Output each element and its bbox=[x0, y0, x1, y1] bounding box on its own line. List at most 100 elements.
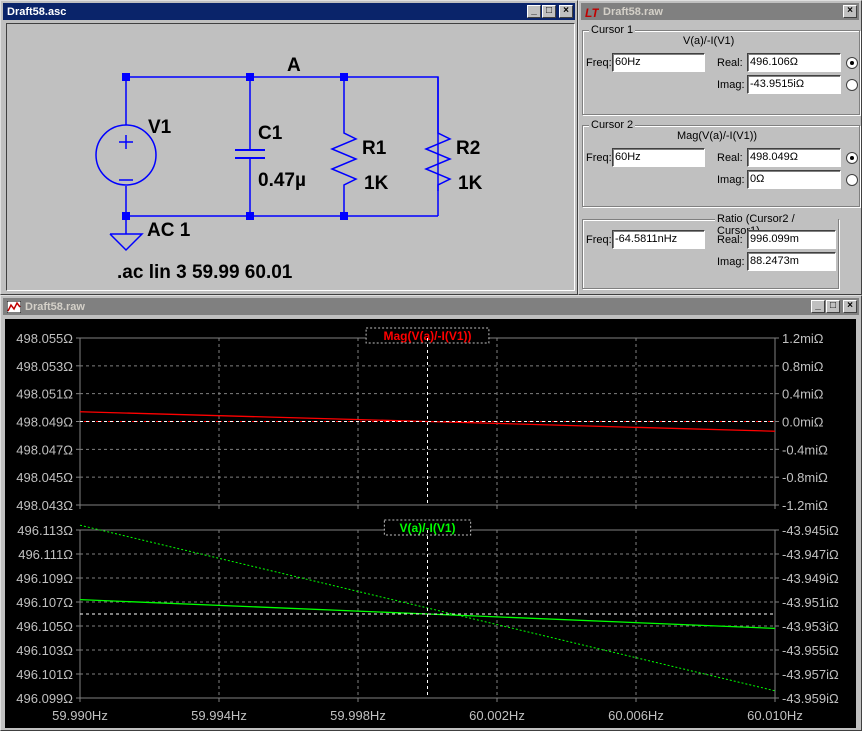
cursor2-real-field[interactable]: 498.049Ω bbox=[747, 148, 841, 167]
minimize-button[interactable]: _ bbox=[527, 5, 541, 18]
junction bbox=[246, 212, 254, 220]
y-tick-label-right: 0.0miΩ bbox=[782, 415, 824, 430]
maximize-button[interactable]: □ bbox=[542, 5, 556, 18]
y-tick-label-right: -43.953iΩ bbox=[782, 619, 839, 634]
y-tick-label-right: -43.951iΩ bbox=[782, 595, 839, 610]
schematic-title-bar[interactable]: Draft58.asc bbox=[3, 3, 575, 20]
maximize-button[interactable]: □ bbox=[826, 300, 840, 313]
y-tick-label-left: 496.107Ω bbox=[16, 595, 73, 610]
junctions bbox=[122, 73, 348, 220]
trace-label[interactable]: V(a)/-I(V1) bbox=[399, 521, 455, 535]
junction bbox=[340, 212, 348, 220]
y-tick-label-right: 1.2miΩ bbox=[782, 331, 824, 346]
r1-resistor-symbol bbox=[330, 127, 358, 191]
junction bbox=[246, 73, 254, 81]
ratio-imag-field[interactable]: 88.2473m bbox=[747, 252, 836, 271]
cursor2-group: Cursor 2 Mag(V(a)/-I(V1)) Freq: 60Hz Rea… bbox=[582, 119, 860, 207]
cursor1-real-radio[interactable] bbox=[846, 57, 858, 69]
plot-window-controls: _ □ × bbox=[810, 300, 857, 313]
v1-source-symbol bbox=[95, 124, 157, 186]
y-tick-label-left: 496.103Ω bbox=[16, 643, 73, 658]
c1-name: C1 bbox=[258, 123, 283, 144]
wire bbox=[126, 76, 439, 216]
y-tick-label-left: 498.045Ω bbox=[16, 470, 73, 485]
trace-label-box bbox=[383, 519, 472, 536]
series-primary-line bbox=[79, 411, 776, 432]
cursor2-imag-field[interactable]: 0Ω bbox=[747, 170, 841, 189]
trace-label-box bbox=[365, 327, 490, 344]
y-tick-label-left: 496.099Ω bbox=[16, 691, 73, 706]
y-tick-label-left: 498.051Ω bbox=[16, 387, 73, 402]
schematic-drawing: A V1 AC 1 C1 0.47µ R1 1K R2 1K .ac lin 3… bbox=[95, 55, 483, 283]
y-tick-label-left: 496.105Ω bbox=[16, 619, 73, 634]
close-button[interactable]: × bbox=[843, 5, 857, 18]
y-tick-label-right: -0.4miΩ bbox=[782, 442, 828, 457]
plot-window-title-bar[interactable]: Draft58.raw bbox=[3, 298, 859, 315]
cursor2-freq-field[interactable]: 60Hz bbox=[612, 148, 705, 167]
r2-resistor-symbol bbox=[424, 127, 452, 191]
cursor1-real-label: Real: bbox=[717, 57, 743, 69]
r1-value: 1K bbox=[364, 173, 389, 194]
cursor-window-title-bar[interactable]: LT Draft58.raw bbox=[581, 3, 859, 20]
c1-value: 0.47µ bbox=[258, 170, 306, 191]
close-button[interactable]: × bbox=[843, 300, 857, 313]
r2-value: 1K bbox=[458, 173, 483, 194]
y-tick-label-right: -43.959iΩ bbox=[782, 691, 839, 706]
ltspice-icon: LT bbox=[585, 6, 599, 18]
plot-window-title: Draft58.raw bbox=[25, 300, 85, 313]
schematic-window: Draft58.asc _ □ × bbox=[0, 0, 578, 295]
y-tick-label-right: -0.8miΩ bbox=[782, 470, 828, 485]
close-button[interactable]: × bbox=[559, 5, 573, 18]
cursor1-imag-field[interactable]: -43.9515iΩ bbox=[747, 75, 841, 94]
y-tick-label-right: -43.957iΩ bbox=[782, 667, 839, 682]
y-tick-label-left: 498.043Ω bbox=[16, 498, 73, 513]
v1-name: V1 bbox=[148, 117, 172, 138]
y-tick-label-left: 496.111Ω bbox=[18, 547, 73, 562]
y-tick-label-left: 496.109Ω bbox=[16, 571, 73, 586]
x-tick-label: 59.990Hz bbox=[52, 708, 108, 723]
y-tick-label-left: 498.053Ω bbox=[16, 359, 73, 374]
cursor2-imag-radio[interactable] bbox=[846, 174, 858, 186]
y-tick-label-right: -1.2miΩ bbox=[782, 498, 828, 513]
x-tick-label: 60.006Hz bbox=[608, 708, 664, 723]
y-tick-label-right: -43.945iΩ bbox=[782, 523, 839, 538]
schematic-canvas[interactable]: A V1 AC 1 C1 0.47µ R1 1K R2 1K .ac lin 3… bbox=[6, 23, 575, 291]
cursor-window: LT Draft58.raw × Cursor 1 V(a)/-I(V1) Fr… bbox=[578, 0, 862, 295]
cursor1-imag-radio[interactable] bbox=[846, 79, 858, 91]
node-label-a: A bbox=[287, 55, 301, 76]
y-tick-label-left: 498.055Ω bbox=[16, 331, 73, 346]
r2-name: R2 bbox=[456, 138, 480, 159]
y-tick-label-left: 496.113Ω bbox=[17, 523, 73, 538]
x-tick-label: 60.002Hz bbox=[469, 708, 525, 723]
cursor2-real-label: Real: bbox=[717, 152, 743, 164]
v1-value: AC 1 bbox=[147, 220, 191, 241]
c1-capacitor-symbol bbox=[235, 149, 265, 159]
cursor-window-title: Draft58.raw bbox=[603, 5, 663, 18]
ratio-freq-label: Freq: bbox=[586, 234, 612, 246]
cursor1-group: Cursor 1 V(a)/-I(V1) Freq: 60Hz Real: 49… bbox=[582, 24, 860, 115]
schematic-window-title: Draft58.asc bbox=[7, 5, 67, 18]
y-tick-label-left: 498.047Ω bbox=[16, 442, 73, 457]
waveform-icon bbox=[7, 300, 21, 313]
wires bbox=[125, 76, 439, 234]
plot-pane-2[interactable]: 496.113Ω-43.945iΩ496.111Ω-43.947iΩ496.10… bbox=[16, 519, 839, 706]
ratio-freq-field[interactable]: -64.5811nHz bbox=[612, 230, 705, 249]
cursor1-freq-field[interactable]: 60Hz bbox=[612, 53, 705, 72]
junction bbox=[122, 212, 130, 220]
cursor-window-controls: × bbox=[842, 5, 857, 18]
cursor2-real-radio[interactable] bbox=[846, 152, 858, 164]
trace-label[interactable]: Mag(V(a)/-I(V1)) bbox=[384, 329, 472, 343]
junction bbox=[122, 73, 130, 81]
y-tick-label-right: 0.8miΩ bbox=[782, 359, 824, 374]
ground-symbol bbox=[109, 233, 144, 252]
spice-directive[interactable]: .ac lin 3 59.99 60.01 bbox=[117, 262, 293, 283]
cursor1-real-field[interactable]: 496.106Ω bbox=[747, 53, 841, 72]
ratio-real-field[interactable]: 996.099m bbox=[747, 230, 836, 249]
x-tick-label: 59.994Hz bbox=[191, 708, 247, 723]
y-tick-label-right: -43.949iΩ bbox=[782, 571, 839, 586]
minimize-button[interactable]: _ bbox=[811, 300, 825, 313]
x-tick-label: 59.998Hz bbox=[330, 708, 386, 723]
ratio-group: Ratio (Cursor2 / Cursor1) Freq: -64.5811… bbox=[582, 213, 839, 289]
